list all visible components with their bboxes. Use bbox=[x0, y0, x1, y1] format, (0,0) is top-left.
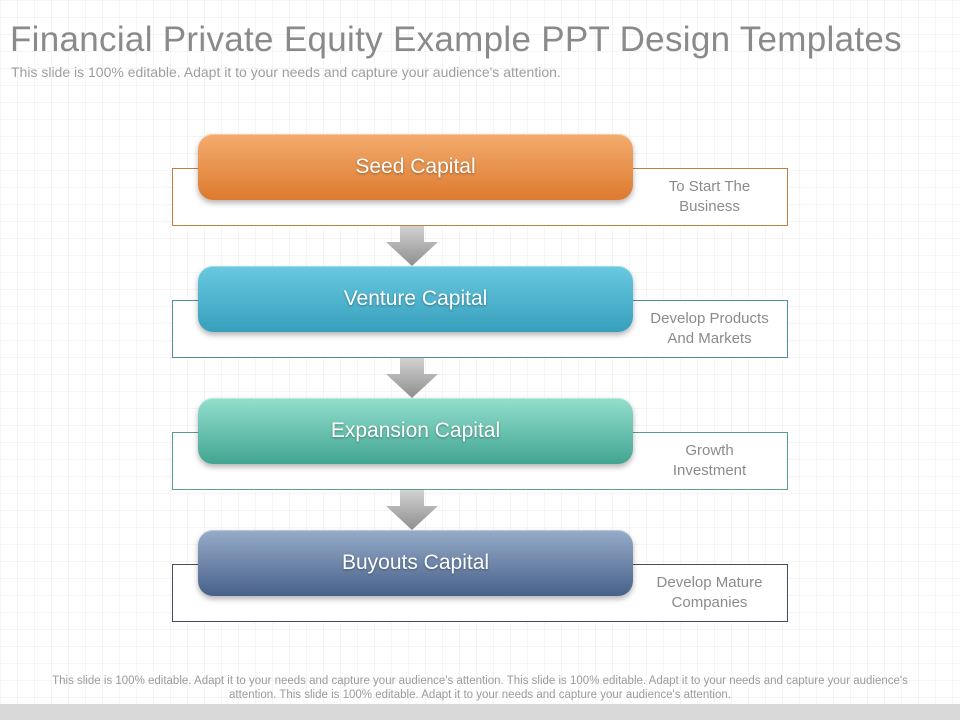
diagram-row-buyouts-capital: Develop Mature Companies Buyouts Capital bbox=[0, 530, 960, 626]
stage-capsule-buyouts-capital[interactable]: Buyouts Capital bbox=[198, 530, 633, 596]
stage-capsule-seed-capital[interactable]: Seed Capital bbox=[198, 134, 633, 200]
down-arrow-icon bbox=[386, 490, 438, 530]
stage-label: Seed Capital bbox=[355, 155, 476, 178]
footer-text: This slide is 100% editable. Adapt it to… bbox=[52, 675, 908, 701]
diagram-row-seed-capital: To Start The Business Seed Capital bbox=[0, 134, 960, 230]
bottom-bar bbox=[0, 704, 960, 720]
stage-capsule-venture-capital[interactable]: Venture Capital bbox=[198, 266, 633, 332]
row-description: Growth Investment bbox=[672, 442, 747, 479]
row-description: Develop Products And Markets bbox=[650, 310, 769, 347]
row-description: To Start The Business bbox=[668, 178, 751, 215]
row-description: Develop Mature Companies bbox=[656, 574, 763, 611]
diagram-row-expansion-capital: Growth Investment Expansion Capital bbox=[0, 398, 960, 494]
down-arrow-icon bbox=[386, 226, 438, 266]
stage-label: Expansion Capital bbox=[330, 419, 501, 442]
stage-capsule-expansion-capital[interactable]: Expansion Capital bbox=[198, 398, 633, 464]
page-title: Financial Private Equity Example PPT Des… bbox=[10, 20, 902, 59]
stage-label: Buyouts Capital bbox=[341, 551, 490, 574]
down-arrow-icon bbox=[386, 358, 438, 398]
page-subtitle: This slide is 100% editable. Adapt it to… bbox=[11, 64, 561, 80]
diagram-row-venture-capital: Develop Products And Markets Venture Cap… bbox=[0, 266, 960, 362]
stage-label: Venture Capital bbox=[343, 287, 488, 310]
